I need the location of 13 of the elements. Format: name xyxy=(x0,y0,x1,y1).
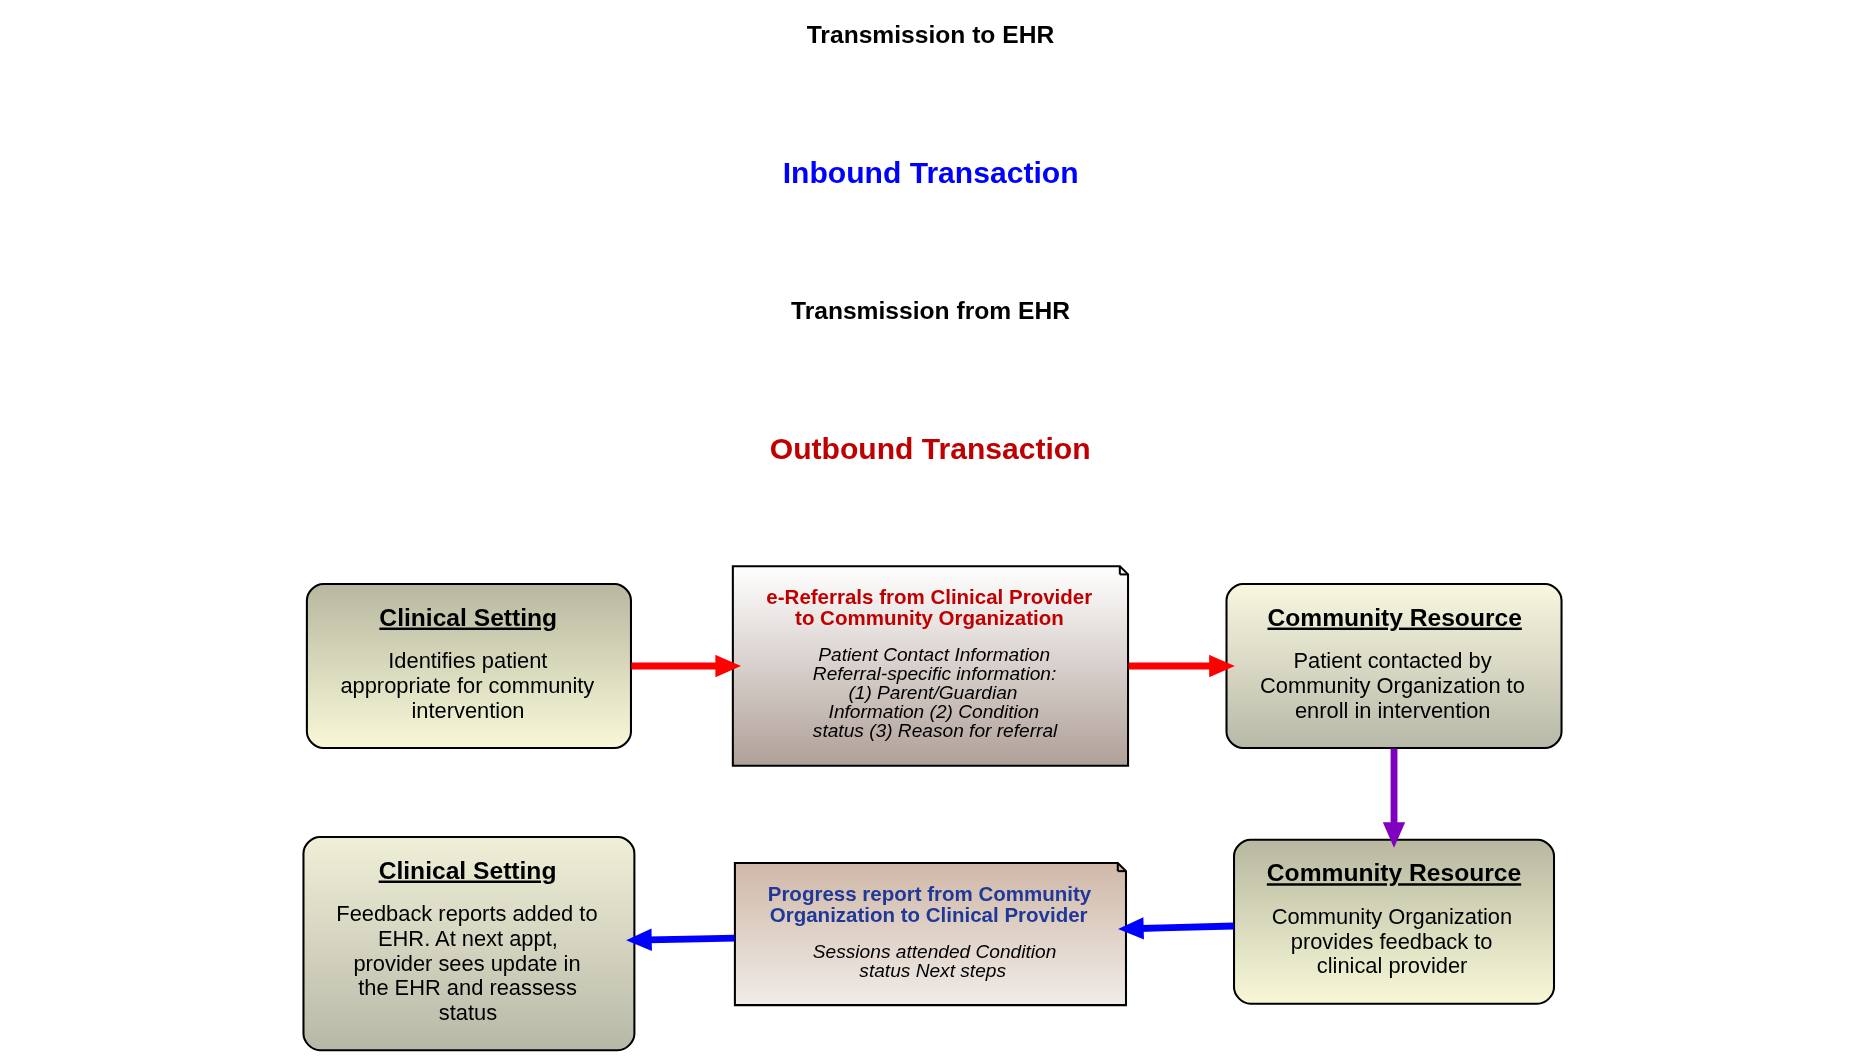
node-box: Community Resource Patient contacted by Community Organization to enroll in intervention xyxy=(1224,582,1563,750)
arrow xyxy=(1128,654,1235,678)
label: Outbound Transaction xyxy=(769,431,1091,465)
label: Transmission from EHR xyxy=(790,297,1070,325)
arrow xyxy=(1117,917,1234,940)
arrow xyxy=(630,654,741,678)
node-box: Clinical Setting Feedback reports added to EHR. At next appt, provider sees update in the EHR and reassess status xyxy=(301,835,635,1052)
arrow xyxy=(625,928,735,952)
label: Inbound Transaction xyxy=(782,155,1079,189)
node-box: Community Resource Community Organization provides feedback to clinical provider xyxy=(1232,838,1555,1005)
arrow xyxy=(1382,748,1405,848)
node-box: Clinical Setting Identifies patient appropriate for community intervention xyxy=(305,582,632,750)
label: Transmission to EHR xyxy=(806,21,1054,48)
